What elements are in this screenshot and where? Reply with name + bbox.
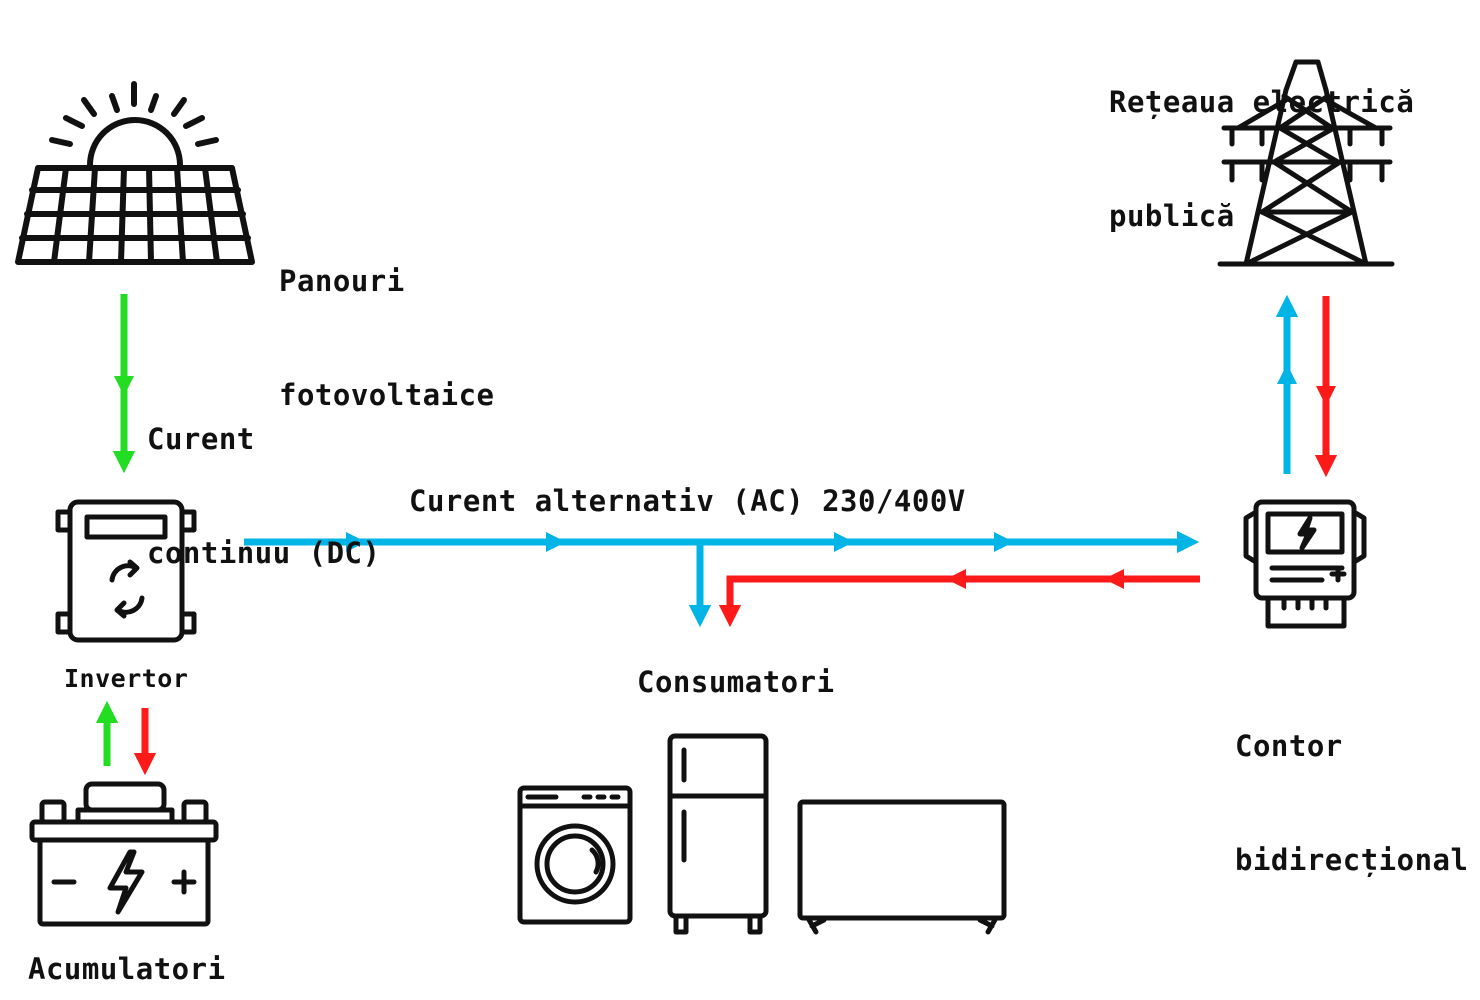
solar-label-line2: fotovoltaice: [279, 378, 495, 412]
red-chevron: [1104, 569, 1124, 589]
consumers-label: Consumatori: [637, 665, 835, 699]
ac-chevron: [994, 532, 1014, 552]
tv-icon: [797, 799, 1007, 935]
dc-label-line2: continuu (DC): [147, 536, 381, 570]
meter-label: Contor bidirecțional: [1235, 651, 1468, 917]
dc-mid-chevron: [114, 376, 134, 396]
solar-panel-icon: [15, 81, 255, 265]
grid-label: Rețeaua electrică publică: [1109, 7, 1414, 273]
red-chevron: [946, 569, 966, 589]
import-chevron: [1316, 386, 1336, 406]
ac-chevron: [546, 532, 566, 552]
washing-machine-icon: [517, 785, 633, 925]
electric-meter-icon: [1243, 499, 1367, 629]
inverter-icon: [55, 499, 197, 643]
grid-label-line2: publică: [1109, 199, 1235, 233]
solar-label-line1: Panouri: [279, 264, 405, 298]
battery-label: Acumulatori: [28, 952, 226, 986]
meter-label-line1: Contor: [1235, 729, 1343, 763]
ac-current-label: Curent alternativ (AC) 230/400V: [409, 484, 966, 518]
grid-label-line1: Rețeaua electrică: [1109, 85, 1415, 119]
ac-chevron: [834, 532, 854, 552]
battery-icon: [29, 781, 219, 927]
flow-arrows: [95, 294, 1338, 776]
power-pylon-icon: [1217, 59, 1395, 267]
meter-label-line2: bidirecțional: [1235, 843, 1469, 877]
dc-label-line1: Curent: [147, 422, 255, 456]
refrigerator-icon: [667, 733, 769, 935]
grid-to-consumers-arrow: [718, 575, 1200, 628]
ac-chevron: [346, 532, 366, 552]
inverter-label: Invertor: [64, 664, 189, 693]
dc-current-label: Curent continuu (DC): [147, 344, 380, 610]
solar-panels-label: Panouri fotovoltaice: [279, 186, 495, 452]
export-chevron: [1277, 364, 1297, 384]
